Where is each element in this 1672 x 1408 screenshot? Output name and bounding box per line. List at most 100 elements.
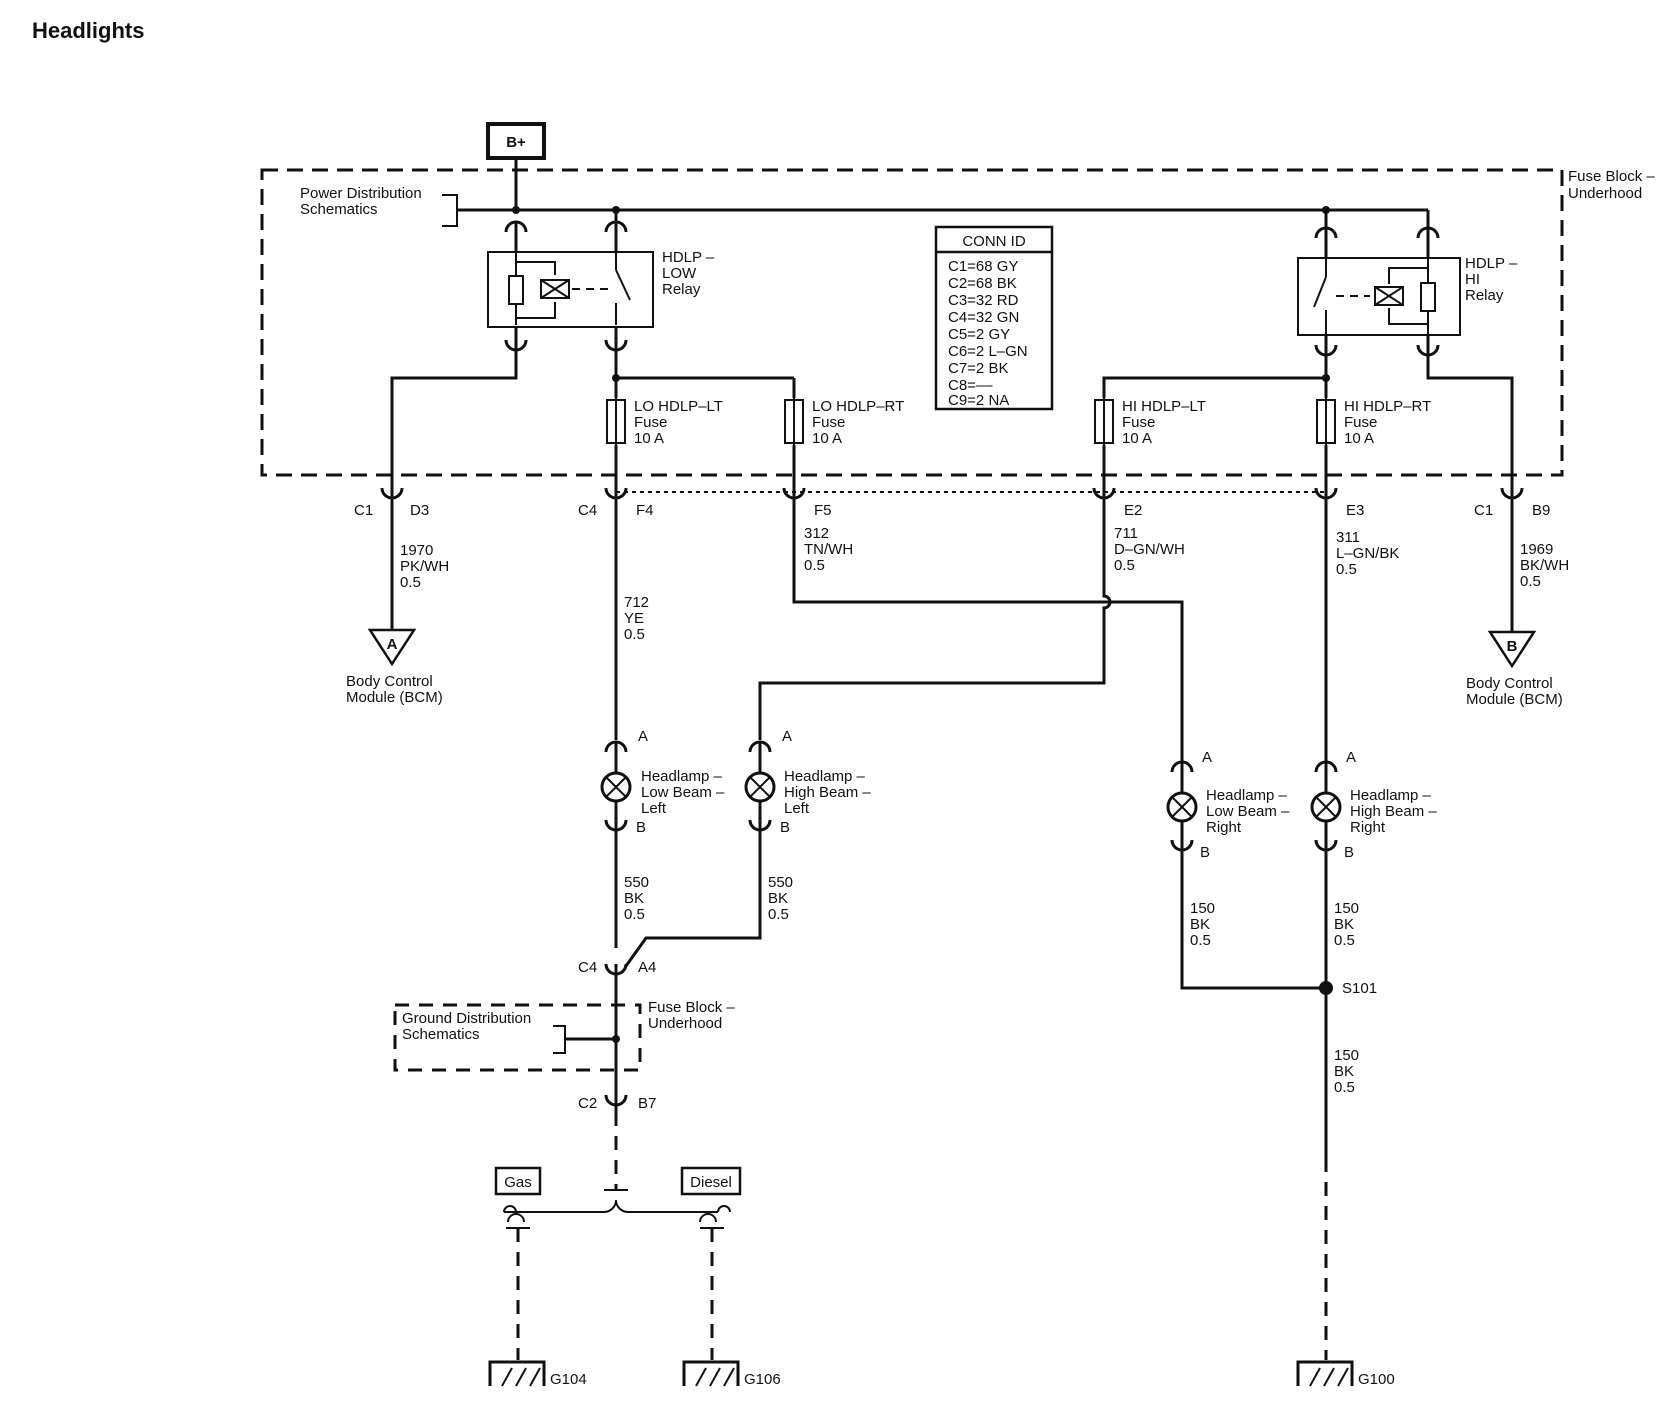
power-distribution-bracket	[442, 194, 458, 227]
wire-311-circuit: 311	[1336, 529, 1360, 546]
bcm-a-label-1: Body Control	[346, 673, 433, 690]
ground-g100-icon	[1296, 1360, 1354, 1387]
wire-1969-color: BK/WH	[1520, 557, 1569, 574]
bcm-a-tag: A	[387, 636, 398, 653]
wire-550-gauge: 0.5	[624, 906, 645, 923]
headlamp-lr-label-2: Low Beam –	[1206, 803, 1290, 820]
battery-label: B+	[506, 134, 526, 151]
ground-fuse-block-boundary	[393, 1003, 642, 1072]
pin-e2-label: E2	[1124, 502, 1142, 519]
conn-id-row: C6=2 L–GN	[948, 343, 1028, 360]
fuse-hi-lt-type: Fuse	[1122, 414, 1155, 431]
fuse-hi-lt	[1094, 398, 1114, 445]
wire-150-circuit: 150	[1190, 900, 1215, 917]
pin-a-label: A	[1202, 749, 1212, 766]
fuse-lo-lt-rating: 10 A	[634, 430, 664, 447]
pin-f4-label: F4	[636, 502, 654, 519]
pin-b-label: B	[1344, 844, 1354, 861]
conn-id-row: C5=2 GY	[948, 326, 1010, 343]
headlamp-hl-label-2: High Beam –	[784, 784, 871, 801]
headlamp-low-beam-left	[600, 740, 632, 948]
headlamp-lr-label-1: Headlamp –	[1206, 787, 1288, 804]
fuse-lo-lt-type: Fuse	[634, 414, 667, 431]
wire-1970-circuit: 1970	[400, 542, 433, 559]
fuse-lo-rt-rating: 10 A	[812, 430, 842, 447]
ground-g104-label: G104	[550, 1371, 587, 1388]
wire-150-color: BK	[1190, 916, 1210, 933]
connector-c2-b7	[604, 1094, 628, 1190]
battery-positive-terminal: B+	[486, 122, 546, 160]
conn-c4-label: C4	[578, 959, 597, 976]
option-diesel-label: Diesel	[690, 1174, 732, 1191]
wire-312-gauge: 0.5	[804, 557, 825, 574]
fuse-block-wiring	[390, 350, 1514, 488]
ground-distribution-label-1: Ground Distribution	[402, 1010, 531, 1027]
conn-c2-label: C2	[578, 1095, 597, 1112]
headlamp-low-beam-right	[1166, 760, 1326, 990]
conn-id-table: CONN ID C1=68 GY C2=68 BK C3=32 RD C4=32…	[934, 225, 1054, 411]
wire-150-color: BK	[1334, 916, 1354, 933]
wire-712-gauge: 0.5	[624, 626, 645, 643]
wire-150-gauge: 0.5	[1190, 932, 1211, 949]
wire-712-color: YE	[624, 610, 644, 627]
wire-1970-color: PK/WH	[400, 558, 449, 575]
ground-junction	[612, 1035, 620, 1043]
splice-s101	[1319, 981, 1333, 995]
bcm-b-connector: B	[1487, 630, 1537, 669]
wire-312-color: TN/WH	[804, 541, 853, 558]
conn-id-row: C9=2 NA	[948, 392, 1009, 409]
conn-id-row: C1=68 GY	[948, 258, 1018, 275]
wire-150-color: BK	[1334, 1063, 1354, 1080]
headlamp-hl-label-3: Left	[784, 800, 810, 817]
conn-id-row: C4=32 GN	[948, 309, 1019, 326]
conn-id-row: C2=68 BK	[948, 275, 1017, 292]
hdlp-low-relay	[487, 251, 654, 328]
fuse-lo-lt	[606, 398, 626, 445]
fuse-hi-lt-name: HI HDLP–LT	[1122, 398, 1206, 415]
conn-c1-label: C1	[1474, 502, 1493, 519]
headlamp-hr-label-3: Right	[1350, 819, 1386, 836]
conn-c1-label: C1	[354, 502, 373, 519]
wire-711-circuit: 711	[1114, 525, 1138, 542]
wire-150-circuit: 150	[1334, 900, 1359, 917]
headlamp-ll-label-1: Headlamp –	[641, 768, 723, 785]
wire-150-gauge: 0.5	[1334, 1079, 1355, 1096]
wire-550-circuit: 550	[624, 874, 649, 891]
ground-distribution-label-2: Schematics	[402, 1026, 480, 1043]
option-branch	[503, 1189, 731, 1360]
fuse-block-label-2: Underhood	[1568, 185, 1642, 202]
pin-b-label: B	[636, 819, 646, 836]
connector-c4-a4	[604, 963, 628, 1095]
ground-g104-icon	[488, 1360, 546, 1387]
headlamp-hr-label-2: High Beam –	[1350, 803, 1437, 820]
wire-550-color: BK	[768, 890, 788, 907]
headlamp-high-beam-right	[1310, 760, 1342, 1158]
headlamp-ll-label-3: Left	[641, 800, 667, 817]
low-relay-label-2: LOW	[662, 265, 697, 282]
fuse-block-boundary	[260, 168, 1564, 477]
headlamp-high-beam-left	[624, 740, 776, 967]
pin-a4-label: A4	[638, 959, 656, 976]
power-bus	[457, 158, 1430, 228]
wire-312-circuit: 312	[804, 525, 829, 542]
wire-550-gauge: 0.5	[768, 906, 789, 923]
hdlp-hi-relay	[1297, 257, 1461, 336]
ground-distribution-bracket	[553, 1025, 566, 1054]
ground-fuse-block-label-1: Fuse Block –	[648, 999, 735, 1016]
fuse-hi-lt-rating: 10 A	[1122, 430, 1152, 447]
hi-relay-label-2: HI	[1465, 271, 1480, 288]
ground-g106-icon	[682, 1360, 740, 1387]
pin-a-label: A	[638, 728, 648, 745]
pin-b-label: B	[780, 819, 790, 836]
pin-d3-label: D3	[410, 502, 429, 519]
headlamp-hr-label-1: Headlamp –	[1350, 787, 1432, 804]
fuse-hi-rt	[1316, 398, 1336, 445]
option-gas-label: Gas	[504, 1174, 532, 1191]
wire-311-color: L–GN/BK	[1336, 545, 1399, 562]
hi-relay-label-3: Relay	[1465, 287, 1504, 304]
fuse-lo-rt-name: LO HDLP–RT	[812, 398, 904, 415]
wire-711-color: D–GN/WH	[1114, 541, 1185, 558]
pin-a-label: A	[1346, 749, 1356, 766]
ground-g106-label: G106	[744, 1371, 781, 1388]
